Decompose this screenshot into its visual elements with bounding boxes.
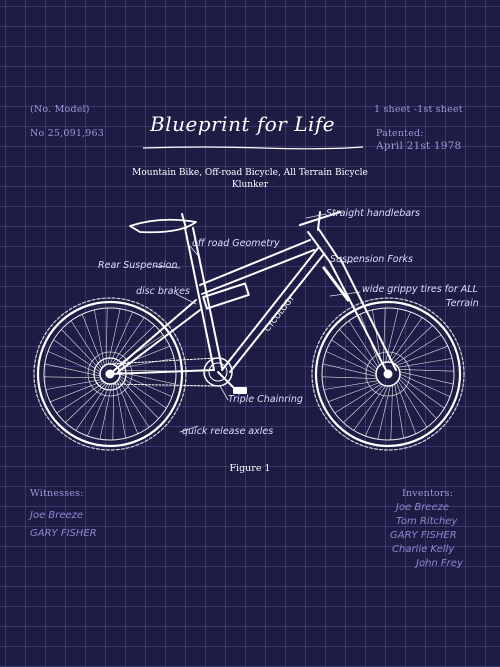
model-label: (No. Model) xyxy=(30,104,90,115)
annotation-wide-tires: wide grippy tires for ALL xyxy=(362,284,478,295)
wheel-spoke xyxy=(53,339,101,373)
wheel-spoke xyxy=(334,383,382,414)
wheel-spoke xyxy=(321,376,378,379)
wheel-spoke xyxy=(394,383,404,439)
wheel-spoke xyxy=(109,311,133,365)
sheet-label: 1 sheet -1st sheet xyxy=(374,104,463,115)
inventors-label: Inventors: xyxy=(402,488,454,499)
wheel-spoke xyxy=(105,307,108,366)
inventor-name: Joe Breeze xyxy=(396,502,450,513)
patented-label: Patented: xyxy=(376,128,424,139)
wheel-spoke xyxy=(325,351,377,375)
wheel-spoke xyxy=(107,308,121,365)
wheel-spoke xyxy=(394,334,442,365)
wheel-spoke xyxy=(399,373,451,397)
inventor-name: John Frey xyxy=(416,558,463,569)
bike-frame xyxy=(87,210,411,397)
patent-number: No 25,091,963 xyxy=(30,128,105,139)
title-underline xyxy=(143,146,363,150)
wheel-spoke xyxy=(392,325,433,364)
wheel-spoke xyxy=(118,379,150,428)
wheel-spoke xyxy=(119,373,173,397)
leader-lines xyxy=(153,213,361,433)
annotation-terrain: Terrain xyxy=(446,298,479,309)
annotation-suspension-forks: Suspension Forks xyxy=(330,254,413,265)
wheel-spoke xyxy=(331,339,377,372)
wheel-spoke xyxy=(339,329,378,370)
wheel-spoke xyxy=(113,325,155,366)
witness-name: GARY FISHER xyxy=(30,528,97,539)
wheel-spoke xyxy=(94,309,105,366)
wheel-spoke xyxy=(348,320,379,368)
subtitle-line1: Mountain Bike, Off-road Bicycle, All Ter… xyxy=(132,168,368,178)
subtitle-line2: Klunker xyxy=(231,180,269,190)
wheel-spoke xyxy=(322,363,377,377)
wheel-spoke xyxy=(44,363,101,377)
rear-wheel xyxy=(33,297,187,451)
wheel-spoke xyxy=(398,378,437,419)
annotation-triple-chainring: Triple Chainring xyxy=(228,394,303,405)
inventor-name: Charlie Kelly xyxy=(392,544,455,555)
wheel-spoke xyxy=(390,384,393,441)
wheel-spoke xyxy=(111,317,145,365)
wheel-spoke xyxy=(383,307,386,364)
wheel-spoke xyxy=(45,379,102,390)
annotation-rear-suspension: Rear Suspension xyxy=(98,260,178,271)
wheel-spoke xyxy=(396,382,417,435)
wheel-spoke xyxy=(75,383,109,431)
wheel-spoke xyxy=(353,385,386,431)
wheel-spoke xyxy=(387,311,411,363)
wheel-spoke xyxy=(119,375,167,409)
wheel-spoke xyxy=(372,309,382,365)
wheel-spoke xyxy=(70,320,102,369)
wheel-spoke xyxy=(115,334,164,366)
inventor-name: Tom Ritchey xyxy=(396,516,458,527)
witnesses-label: Witnesses: xyxy=(30,488,84,499)
wheel-spoke xyxy=(112,382,115,441)
wheel-spoke xyxy=(118,358,175,369)
wheel-spoke xyxy=(327,382,380,403)
annotation-quick-release: quick release axles xyxy=(182,426,274,437)
wheel-spoke xyxy=(343,384,384,423)
wheel-spoke xyxy=(396,345,449,366)
annotation-off-road-geometry: off road Geometry xyxy=(192,238,280,249)
wheel-spoke xyxy=(397,358,453,368)
wheel-spoke xyxy=(399,376,445,409)
wheel-spoke xyxy=(56,382,105,414)
annotation-straight-handlebars: Straight handlebars xyxy=(326,208,421,219)
patented-date: April 21st 1978 xyxy=(376,140,462,152)
wheel-spoke xyxy=(47,351,101,375)
wheel-spoke xyxy=(397,380,428,428)
wheel-spoke xyxy=(116,380,139,435)
wheel-spoke xyxy=(99,383,113,440)
wheel-spoke xyxy=(377,385,391,440)
wheel-spoke xyxy=(65,382,107,423)
inventor-name: GARY FISHER xyxy=(390,530,457,541)
witness-name: Joe Breeze xyxy=(30,510,84,521)
wheel-spoke xyxy=(365,385,389,437)
wheel-spoke xyxy=(398,369,455,372)
wheel-spoke xyxy=(390,317,423,363)
figure-label: Figure 1 xyxy=(229,463,271,474)
wheel-spoke xyxy=(87,383,111,437)
wheel-spoke xyxy=(81,313,104,368)
wheel-spoke xyxy=(399,371,454,385)
wheel-spoke xyxy=(323,380,379,390)
wheel-spoke xyxy=(43,376,102,379)
poster-title: Blueprint for Life xyxy=(150,112,336,136)
annotation-disc-brakes: disc brakes xyxy=(136,286,190,297)
wheel-spoke xyxy=(49,380,104,403)
wheel-spoke xyxy=(115,382,126,439)
wheel-spoke xyxy=(61,329,102,371)
